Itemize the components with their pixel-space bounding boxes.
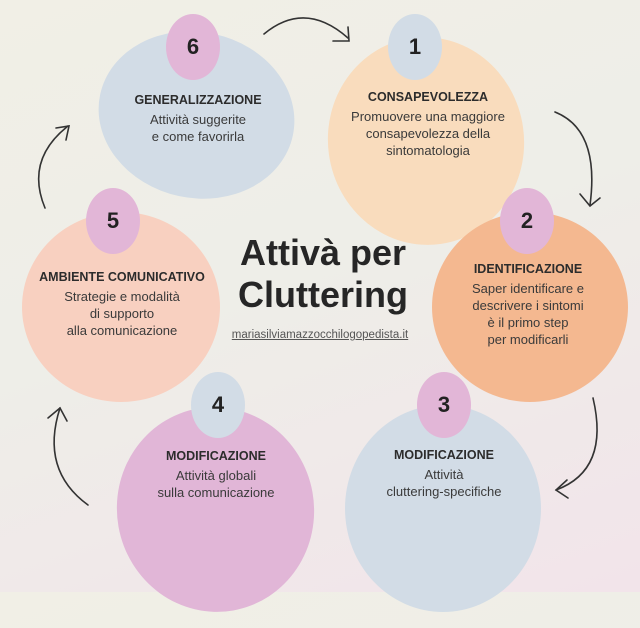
step-line: Attività suggerite [149,112,247,127]
step-line: cluttering-specifiche [386,484,502,499]
step-line: consapevolezza della [365,126,491,141]
step-4-badge: 4 [191,372,245,438]
arrow-1-to-2-icon [554,111,601,208]
step-title: MODIFICAZIONE [394,448,494,462]
step-line: descrivere i sintomi [472,298,584,313]
step-line: per modificarli [487,332,569,347]
step-5-text: AMBIENTE COMUNICATIVO Strategie e modali… [22,269,222,339]
step-number: 4 [211,392,225,417]
arrow-5-to-6-icon [37,125,71,209]
arrow-4-to-5-icon [47,406,89,506]
step-1-text: CONSAPEVOLEZZA Promuovere una maggiore c… [333,89,523,159]
step-line: Saper identificare e [471,281,584,296]
step-4-text: MODIFICAZIONE Attività globali sulla com… [126,448,306,501]
website-link[interactable]: mariasilviamazzocchilogopedista.it [231,329,409,341]
step-line: di supporto [89,306,155,321]
step-line: è il primo step [487,315,569,330]
step-2-badge: 2 [500,188,554,254]
main-title: Attivà per Cluttering [238,232,408,315]
step-line: Strategie e modalità [64,289,180,304]
step-6-badge: 6 [166,14,220,80]
step-title: IDENTIFICAZIONE [473,262,583,276]
step-title: CONSAPEVOLEZZA [367,90,489,104]
step-title: GENERALIZZAZIONE [134,93,262,107]
step-title: AMBIENTE COMUNICATIVO [39,270,205,284]
step-number: 3 [437,392,451,417]
step-number: 5 [106,208,120,233]
arrow-6-to-1-icon [263,17,350,42]
step-3-badge: 3 [417,372,471,438]
step-3-text: MODIFICAZIONE Attività cluttering-specif… [354,447,534,500]
step-line: sintomatologia [386,143,470,158]
step-line: sulla comunicazione [157,485,275,500]
step-number: 1 [408,34,422,59]
step-number: 6 [186,34,200,59]
cycle-arrows [37,17,601,506]
step-line: Promuovere una maggiore [351,109,505,124]
step-1-badge: 1 [388,14,442,80]
step-5-badge: 5 [86,188,140,254]
step-line: e come favorirla [151,129,245,144]
step-line: alla comunicazione [66,323,178,338]
step-2-text: IDENTIFICAZIONE Saper identificare e des… [438,261,618,348]
step-title: MODIFICAZIONE [166,449,266,463]
step-3-blob [345,405,541,612]
step-number: 2 [520,208,534,233]
arrow-2-to-3-icon [554,397,598,499]
step-line: Attività [424,467,464,482]
step-6-text: GENERALIZZAZIONE Attività suggerite e co… [108,92,288,145]
step-line: Attività globali [175,468,257,483]
